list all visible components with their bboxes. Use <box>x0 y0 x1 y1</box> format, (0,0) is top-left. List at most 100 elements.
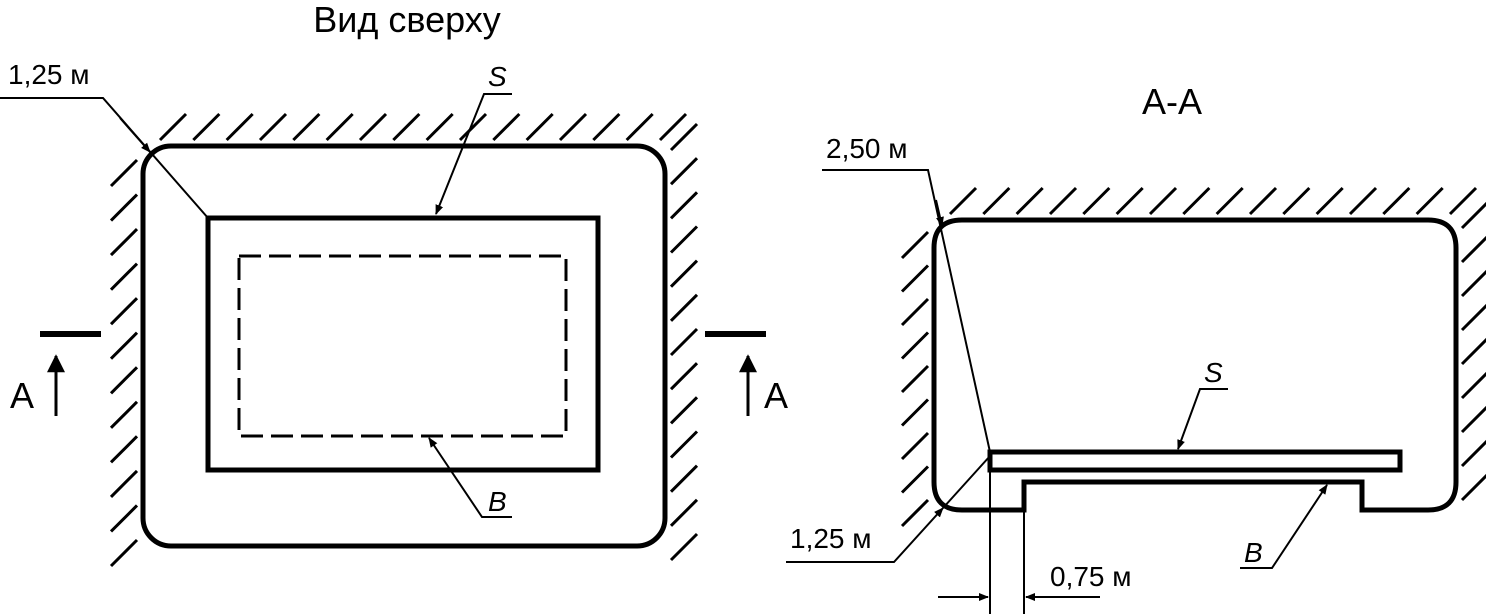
hatch-mark <box>669 430 699 459</box>
hatch-mark <box>1348 186 1378 216</box>
hatch-mark <box>192 112 221 142</box>
section-view-b-leader <box>1240 484 1328 569</box>
section-view-surface-s <box>987 449 1403 473</box>
hatch-mark <box>1460 439 1486 468</box>
top-view-b-leader <box>428 437 512 518</box>
hatch-mark <box>1460 303 1486 332</box>
section-view-dim-gap-label: 0,75 м <box>1050 561 1132 592</box>
hatch-mark <box>1082 186 1111 216</box>
hatch-mark <box>1115 186 1144 216</box>
hatch-mark <box>900 431 930 461</box>
hatch-mark <box>458 112 488 142</box>
top-view-title: Вид сверху <box>313 0 501 40</box>
hatch-mark <box>669 122 699 152</box>
hatch-mark <box>109 158 139 188</box>
section-marker-left-label: A <box>10 375 34 416</box>
hatch-mark <box>109 366 139 395</box>
section-view-dim-top-arrow <box>935 199 944 227</box>
hatch-mark <box>900 398 930 427</box>
hatch-mark <box>1182 186 1211 216</box>
section-view-dim-bottom-line <box>942 455 991 509</box>
top-view-dim-corner-arrow <box>119 117 151 153</box>
hatch-mark <box>948 186 978 216</box>
hatch-mark <box>109 469 139 498</box>
top-view-dim-corner-label: 1,25 м <box>8 59 90 90</box>
section-marker-right: A <box>705 331 788 416</box>
hatch-mark <box>492 112 521 142</box>
top-view: Вид сверху 1,25 м S B A A <box>0 0 788 568</box>
hatch-mark <box>1460 235 1486 264</box>
top-view-dim-corner-leader <box>0 97 209 219</box>
section-view-room-outline <box>931 217 1459 513</box>
hatch-mark <box>558 112 588 142</box>
section-view-title: А-А <box>1142 81 1202 122</box>
hatch-mark <box>1382 186 1411 216</box>
hatch-mark <box>1460 371 1486 400</box>
hatch-mark <box>1460 405 1486 434</box>
hatch-mark <box>669 225 699 254</box>
hatch-mark <box>900 465 930 494</box>
hatch-mark <box>1448 186 1478 216</box>
hatch-mark <box>592 112 621 142</box>
top-view-hatching <box>109 112 699 568</box>
hatch-mark <box>325 112 354 142</box>
hatch-mark <box>900 230 930 260</box>
top-view-s-label: S <box>488 61 507 92</box>
top-view-s-leader <box>435 93 512 215</box>
section-view-dim-top-label: 2,50 м <box>826 133 908 164</box>
section-view-s-label: S <box>1204 357 1223 388</box>
hatch-mark <box>1048 186 1078 216</box>
hatch-mark <box>669 532 699 562</box>
hatch-mark <box>358 112 388 142</box>
hatch-mark <box>900 498 930 528</box>
hatch-mark <box>669 293 699 322</box>
hatch-mark <box>900 264 930 293</box>
section-view-dim-top-leader <box>822 169 991 453</box>
hatch-mark <box>669 191 699 220</box>
hatch-mark <box>1415 186 1444 216</box>
hatch-mark <box>669 464 699 493</box>
hatch-mark <box>669 157 699 186</box>
hatch-mark <box>658 112 688 142</box>
hatch-mark <box>109 193 139 222</box>
hatch-mark <box>425 112 454 142</box>
hatch-mark <box>1460 201 1486 230</box>
hatch-mark <box>1148 186 1178 216</box>
hatch-mark <box>109 297 139 326</box>
top-view-room-outline <box>140 143 668 549</box>
hatch-mark <box>900 297 930 327</box>
hatch-mark <box>109 331 139 360</box>
section-view-b-label: B <box>1244 537 1263 568</box>
hatch-mark <box>225 112 254 142</box>
top-view-b-label: B <box>488 486 507 517</box>
hatch-mark <box>1282 186 1311 216</box>
section-view: А-А 2,50 м 1,25 м 0,75 м S B <box>786 81 1486 614</box>
hatch-mark <box>1460 269 1486 298</box>
section-view-s-leader <box>1177 388 1228 450</box>
hatch-mark <box>292 112 321 142</box>
hatch-mark <box>900 331 930 360</box>
top-view-surface-s <box>205 215 601 473</box>
hatch-mark <box>109 435 139 464</box>
hatch-mark <box>109 262 139 291</box>
hatch-mark <box>1460 337 1486 366</box>
section-view-dim-bottom-leader <box>786 507 944 563</box>
hatch-mark <box>109 538 139 568</box>
hatch-mark <box>669 396 699 425</box>
hatch-mark <box>669 362 699 391</box>
hatch-mark <box>1248 186 1278 216</box>
hatch-mark <box>1015 186 1044 216</box>
hatch-mark <box>158 112 188 142</box>
hatch-mark <box>669 259 699 288</box>
hatch-mark <box>109 504 139 533</box>
hatch-mark <box>1315 186 1344 216</box>
hatch-mark <box>109 228 139 257</box>
hatch-mark <box>525 112 554 142</box>
hatch-mark <box>900 364 930 394</box>
hatch-mark <box>1215 186 1244 216</box>
section-view-dim-bottom-label: 1,25 м <box>790 523 872 554</box>
section-marker-right-label: A <box>764 375 788 416</box>
hatch-mark <box>392 112 421 142</box>
hatch-mark <box>109 400 139 429</box>
